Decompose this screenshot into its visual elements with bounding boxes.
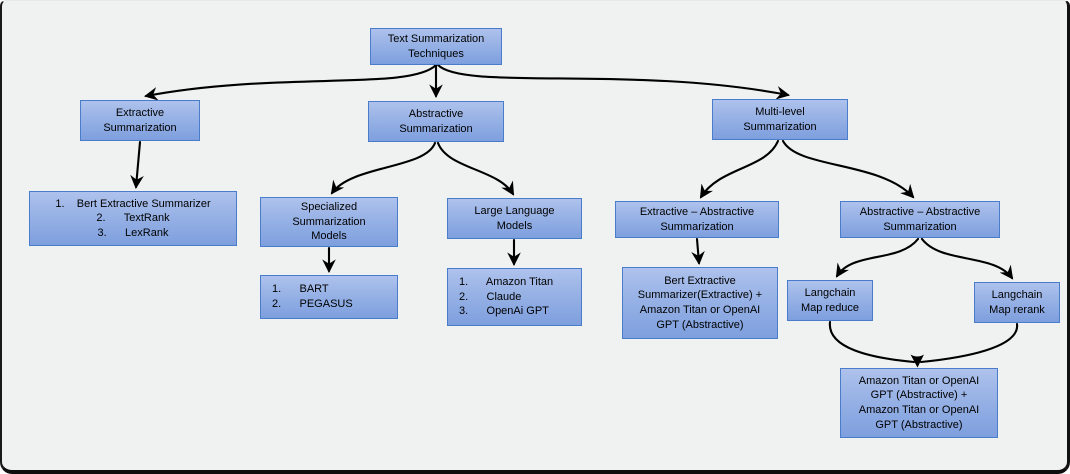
node-llm-plus-llm-combo: Amazon Titan or OpenAI GPT (Abstractive)…	[840, 368, 998, 438]
node-bert-plus-llm-combo: Bert Extractive Summarizer(Extractive) +…	[622, 267, 778, 339]
connector-absabs-to-maprerank	[920, 237, 1014, 280]
node-llm-models-list: 1. Amazon Titan 2. Claude 3. OpenAi GPT	[447, 268, 582, 326]
node-langchain-map-rerank: Langchain Map rerank	[974, 282, 1060, 323]
connector-extractive-to-list	[130, 140, 144, 190]
connector-multilevel-to-absabs	[781, 139, 915, 199]
node-abstractive-summarization: Abstractive Summarization	[368, 101, 504, 142]
connector-mapreduce-to-final	[828, 320, 916, 364]
node-abstractive-abstractive-summarization: Abstractive – Abstractive Summarization	[840, 201, 1000, 238]
node-extractive-methods-list: 1. Bert Extractive Summarizer 2. TextRan…	[29, 191, 237, 246]
connector-root-to-multilevel	[436, 63, 791, 100]
node-multilevel-summarization: Multi-level Summarization	[712, 99, 848, 140]
node-extractive-summarization: Extractive Summarization	[80, 100, 200, 141]
node-text-summarization-techniques: Text Summarization Techniques	[370, 28, 502, 65]
node-langchain-map-reduce: Langchain Map reduce	[787, 280, 873, 321]
node-specialized-models-list: 1. BART 2. PEGASUS	[260, 275, 398, 319]
node-specialized-summarization-models: Specialized Summarization Models	[260, 197, 398, 247]
connector-absabs-to-mapreduce	[835, 237, 920, 278]
connector-extabs-to-bertcombo	[691, 237, 705, 266]
connector-final-arrowhead	[910, 354, 924, 368]
connector-multilevel-to-extabs	[699, 139, 780, 199]
connector-root-to-extractive	[143, 63, 438, 101]
connector-maprerank-to-final	[919, 322, 1019, 364]
node-extractive-abstractive-summarization: Extractive – Abstractive Summarization	[615, 201, 779, 238]
node-large-language-models: Large Language Models	[447, 198, 582, 239]
connector-abstractive-to-llm	[436, 141, 515, 196]
connector-abstractive-to-specialized	[330, 141, 437, 195]
